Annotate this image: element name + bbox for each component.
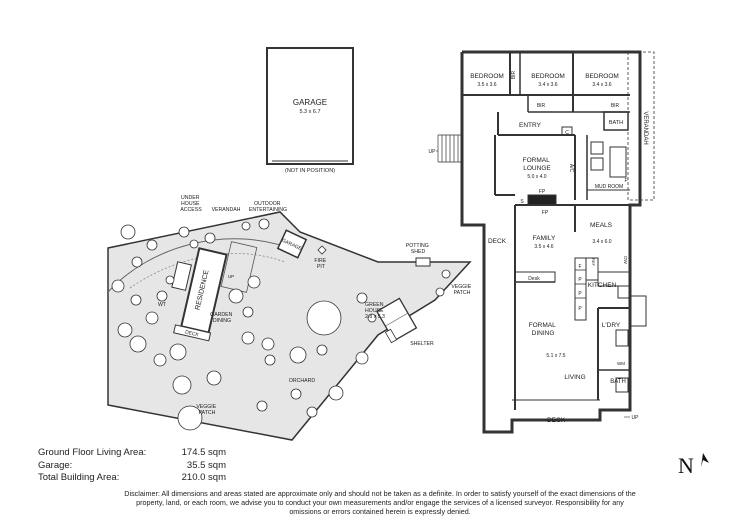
label-verandah: VERANDAH (212, 207, 241, 213)
label-potting-shed: POTTING SHED (406, 243, 431, 255)
label-wt: WT (158, 302, 167, 308)
kitchen-label: KITCHEN (588, 282, 617, 289)
label-outdoor-entertaining: OUTDOOR ENTERTAINING (249, 201, 287, 213)
meals-size: 3.4 x 6.0 (592, 239, 611, 245)
house-floor-plan (437, 50, 655, 434)
label-under-house-access: UNDER HOUSE ACCESS (180, 195, 202, 213)
site-garage: GARAGE (276, 229, 308, 259)
area-label: Ground Floor Living Area: (38, 447, 147, 458)
area-row: Total Building Area: 210.0 sqm (38, 472, 226, 485)
family-name: FAMILY (533, 235, 556, 242)
green-house (375, 297, 418, 342)
area-value: 210.0 sqm (181, 472, 226, 483)
desk-label: Desk (528, 276, 540, 282)
wm-label: WM (617, 361, 625, 366)
potting-shed (415, 257, 431, 267)
north-indicator: N (676, 451, 716, 481)
label-veggie-patch-bottom: VEGGIE PATCH (196, 404, 217, 416)
deck-bottom-label: DECK (547, 417, 566, 424)
bedroom1-name: BEDROOM (470, 73, 504, 80)
bedroom3-name: BEDROOM (585, 73, 619, 80)
ref-label: REF (591, 258, 596, 267)
bedroom2-size: 3.4 x 3.6 (538, 82, 557, 88)
mud-room-label: MUD ROOM (595, 184, 623, 190)
area-label: Total Building Area: (38, 472, 120, 483)
disclaimer-text: Disclaimer: All dimensions and areas sta… (124, 489, 636, 516)
f-kitchen-label: F (578, 264, 581, 270)
label-veggie-patch-right: VEGGIE PATCH (451, 284, 472, 296)
garage-note: (NOT IN POSITION) (285, 168, 335, 174)
label-shelter: SHELTER (410, 341, 434, 347)
pantry-1: P (578, 277, 582, 283)
up-left-label: UP (429, 149, 437, 155)
up-bottom-label: UP (632, 415, 640, 421)
floor-plan-labels: BEDROOM 3.5 x 3.6 BIR BEDROOM 3.4 x 3.6 … (429, 70, 648, 424)
bath-top: BATH (609, 120, 623, 126)
laundry-label: L'DRY (602, 322, 621, 329)
fire-pit-marker (317, 245, 327, 255)
site-plan: RESIDENCE DECK GARAGE (107, 195, 472, 441)
pantry-2: P (578, 291, 582, 297)
fp2-label: FP (542, 210, 549, 216)
bedroom1-size: 3.5 x 3.6 (477, 82, 496, 88)
bedroom2-name: BEDROOM (531, 73, 565, 80)
s-label: S (520, 199, 524, 205)
f-mud-label: F (624, 178, 627, 184)
fp1-label: FP (539, 189, 546, 195)
bedroom3-size: 3.4 x 3.6 (592, 82, 611, 88)
area-row: Ground Floor Living Area: 174.5 sqm (38, 447, 226, 460)
label-fire-pit: FIRE PIT (314, 258, 327, 270)
dw-label: DW (623, 256, 628, 264)
detached-garage: GARAGE 5.3 x 6.7 (NOT IN POSITION) (266, 47, 354, 174)
garage-title: GARAGE (293, 98, 327, 107)
ac-label: A/C (568, 164, 574, 173)
area-summary: Ground Floor Living Area: 174.5 sqm Gara… (38, 447, 226, 485)
verandah-label: VERANDAH (642, 111, 648, 144)
area-label: Garage: (38, 459, 73, 471)
label-garden-dining: GARDEN DINING (210, 312, 234, 324)
meals-name: MEALS (590, 222, 613, 229)
north-arrow-icon (703, 453, 709, 463)
north-letter: N (678, 453, 694, 478)
formal-lounge-name: FORMAL LOUNGE (523, 157, 552, 172)
formal-lounge-size: 5.0 x 4.0 (527, 174, 546, 180)
bir3: BIR (611, 103, 620, 109)
formal-dining-name: FORMAL DINING (529, 322, 558, 337)
label-orchard: ORCHARD (289, 378, 315, 384)
stairs-up-left (437, 134, 462, 163)
label-site-up: UP (228, 274, 234, 279)
pantry-3: P (578, 306, 582, 312)
area-value: 35.5 sqm (186, 459, 226, 471)
label-green-house: GREEN HOUSE 2.8 x 5.3 (365, 302, 385, 320)
entry-label: ENTRY (519, 122, 542, 129)
family-size: 3.5 x 4.6 (534, 244, 553, 250)
residence-building: RESIDENCE DECK (171, 247, 228, 342)
living-label: LIVING (564, 374, 585, 381)
garage-size: 5.3 x 6.7 (299, 109, 320, 115)
closet-c: C (565, 130, 569, 136)
bir1: BIR (511, 70, 517, 79)
deck-left-label: DECK (488, 238, 507, 245)
formal-dining-size: 5.1 x 7.5 (546, 353, 565, 359)
trees (111, 218, 451, 431)
bath-bottom: BATH (610, 379, 626, 385)
site-deck-label: DECK (184, 329, 200, 338)
area-value: 174.5 sqm (181, 447, 226, 458)
bir2: BIR (537, 103, 546, 109)
area-row: Garage: 35.5 sqm (38, 460, 226, 473)
